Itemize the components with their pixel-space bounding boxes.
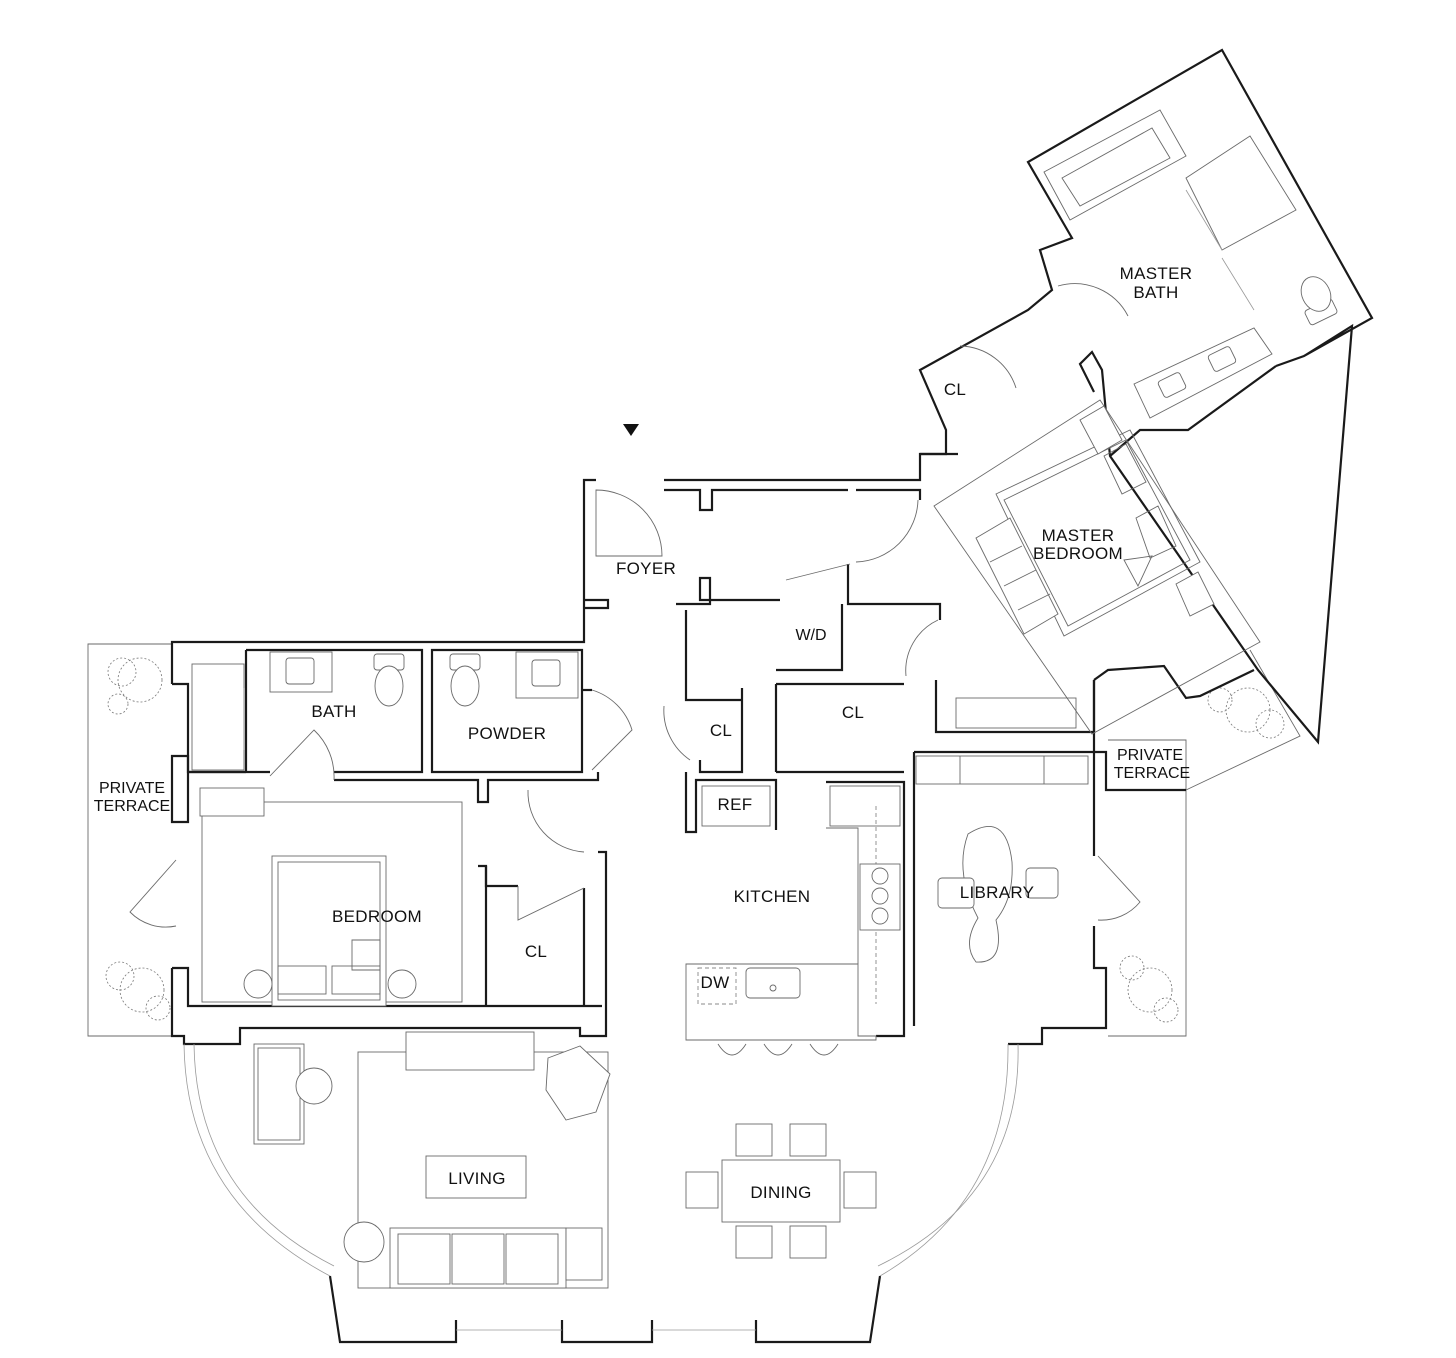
terrace-right [1108,649,1301,1037]
sink-icon [269,651,333,693]
master-bedroom-furniture [933,399,1261,735]
label-terrace-left-1: PRIVATE [99,780,165,797]
terrace-left [87,643,172,1037]
label-terrace-right-1: PRIVATE [1117,747,1183,764]
bath-fixtures [191,651,579,771]
doors [129,283,1141,928]
sink-icon [515,651,579,699]
label-master-bath-2: BATH [1133,283,1178,302]
stools [717,1043,839,1056]
label-closet-master: CL [944,380,966,399]
label-master-bedroom-2: BEDROOM [1033,544,1123,563]
kitchen-fixtures [685,785,901,1056]
label-foyer: FOYER [616,559,676,578]
plant-icon [1207,687,1285,739]
room-labels: FOYER BATH POWDER CL CL CL CL W/D REF KI… [94,264,1193,1202]
label-master-bath-1: MASTER [1120,264,1193,283]
label-closet-foyer: CL [710,721,732,740]
label-terrace-left-2: TERRACE [94,798,170,815]
toilet-icon [373,653,405,707]
sink-icon [745,967,801,999]
master-bath-fixtures [1043,109,1338,419]
label-terrace-right-2: TERRACE [1114,765,1190,782]
bathtub-icon [1043,109,1187,221]
plant-icon [1119,955,1179,1023]
label-powder: POWDER [468,724,546,743]
sink-icon [1133,327,1273,419]
label-dw: DW [701,973,730,992]
cooktop-icon [859,863,901,931]
bedroom-furniture [199,787,463,1007]
label-library: LIBRARY [960,883,1035,902]
toilet-icon [1300,276,1338,326]
curved-window [183,1043,1019,1331]
label-closet-bedroom: CL [525,942,547,961]
living-furniture [253,1031,611,1289]
toilet-icon [449,653,481,707]
label-closet-hall: CL [842,703,864,722]
plant-icon [107,657,163,715]
walls [170,48,1374,1344]
dining-furniture [685,1123,877,1259]
label-living: LIVING [448,1169,506,1188]
label-ref: REF [718,795,753,814]
label-washer-dryer: W/D [795,627,826,644]
label-bath: BATH [311,702,356,721]
label-kitchen: KITCHEN [734,887,811,906]
library-furniture [915,755,1089,963]
entry-arrow-icon [623,424,639,436]
plant-icon [105,961,171,1021]
label-bedroom: BEDROOM [332,907,422,926]
label-dining: DINING [750,1183,811,1202]
label-master-bedroom-1: MASTER [1042,526,1115,545]
